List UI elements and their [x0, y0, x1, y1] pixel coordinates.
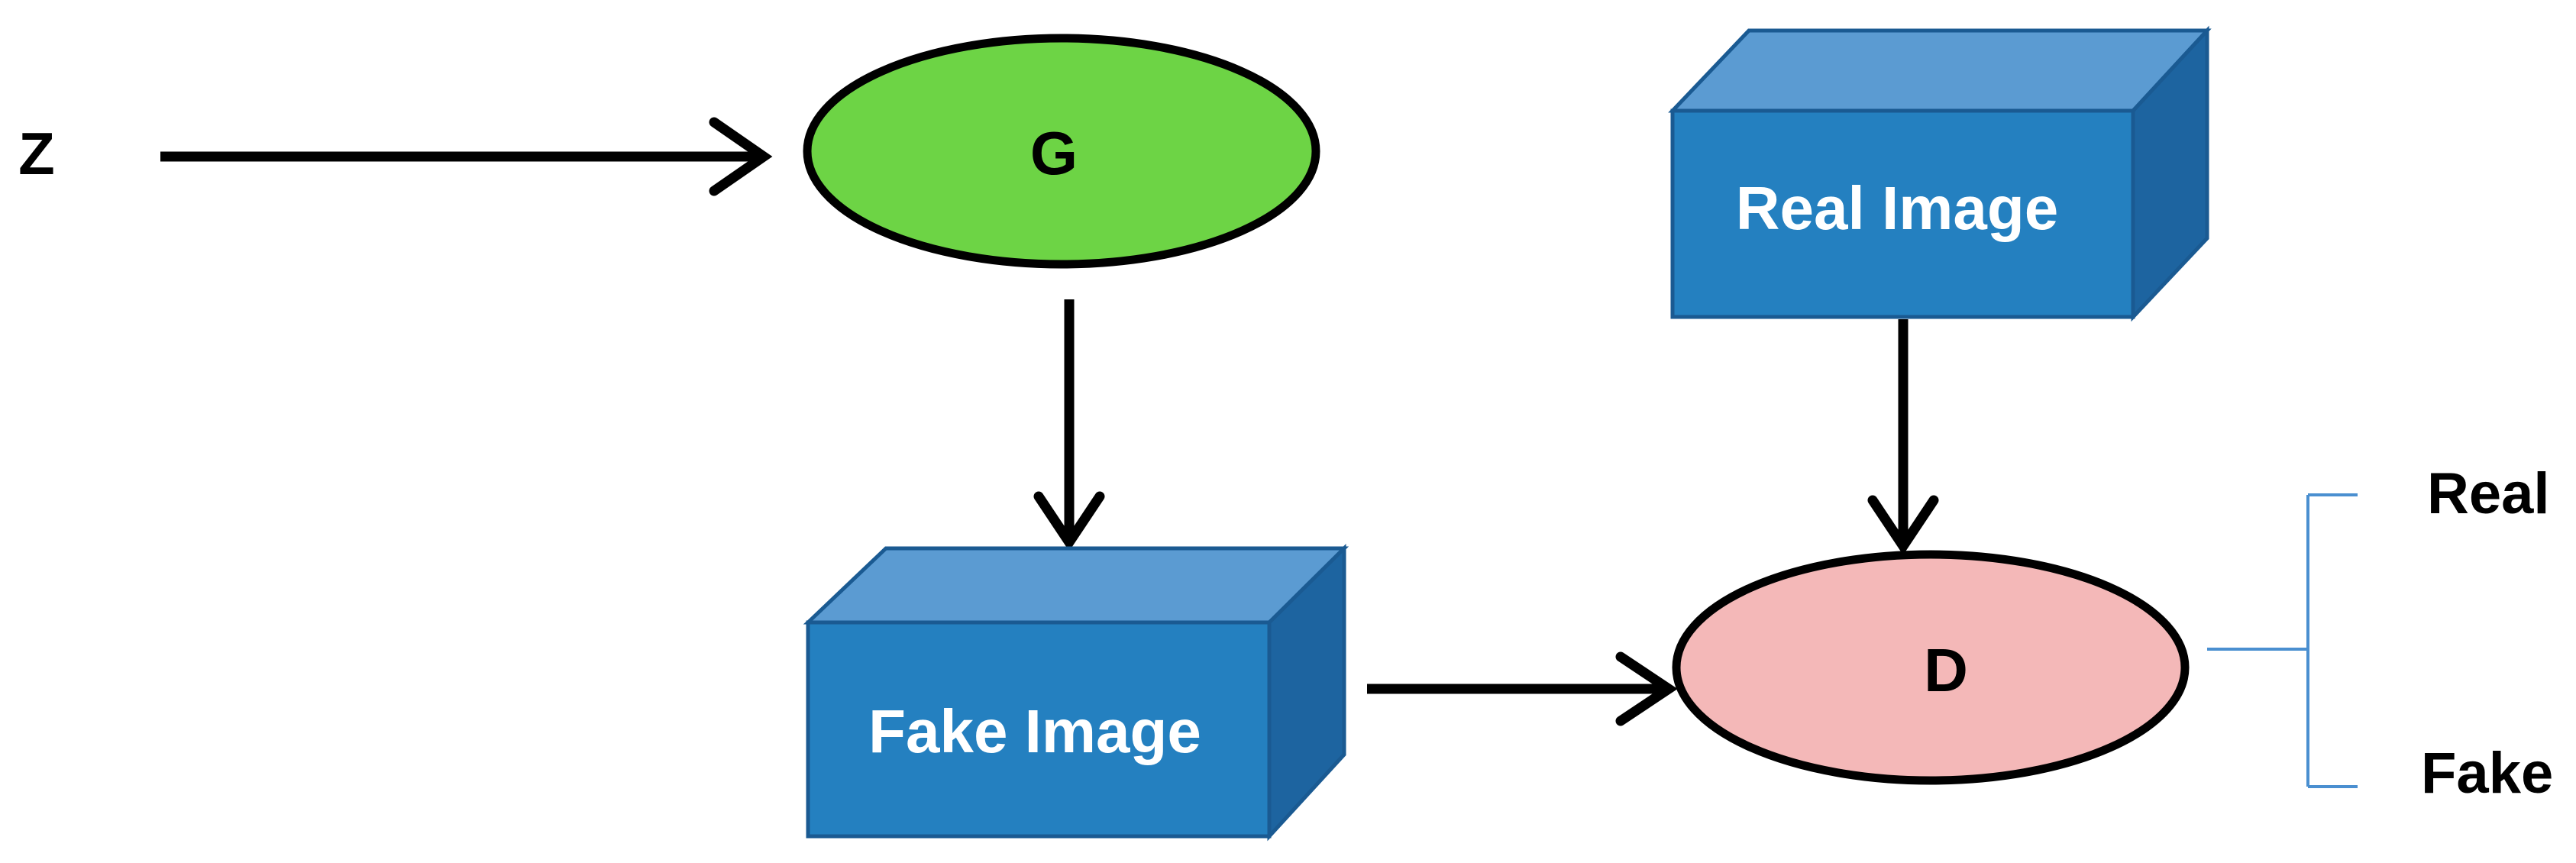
real-image-label: Real Image — [1736, 174, 2058, 242]
arrow-fake-image-to-d — [1367, 651, 1678, 726]
z-label: Z — [18, 120, 55, 187]
real-image-box-top — [1668, 28, 2212, 113]
generator-ellipse — [803, 34, 1320, 269]
fake-image-label: Fake Image — [868, 697, 1201, 765]
discriminator-label: D — [1924, 636, 1968, 704]
real-image-box-front — [1670, 108, 2135, 319]
fake-image-box-front — [806, 620, 1272, 839]
generator-label: G — [1030, 119, 1078, 187]
discriminator-node: D — [1672, 550, 2190, 785]
arrows — [160, 117, 1939, 726]
arrow-z-to-g — [160, 117, 773, 196]
fake-image-box: Fake Image — [803, 544, 1349, 842]
discriminator-ellipse — [1672, 550, 2190, 785]
output-real-label: Real — [2427, 461, 2550, 526]
fake-image-box-top — [803, 546, 1349, 625]
arrow-g-to-fake-image — [1033, 299, 1105, 551]
output-bracket — [2207, 493, 2358, 788]
output-fake-label: Fake — [2421, 741, 2553, 806]
real-image-box: Real Image — [1668, 25, 2212, 322]
generator-node: G — [803, 34, 1320, 269]
arrow-real-image-to-d — [1867, 319, 1939, 555]
